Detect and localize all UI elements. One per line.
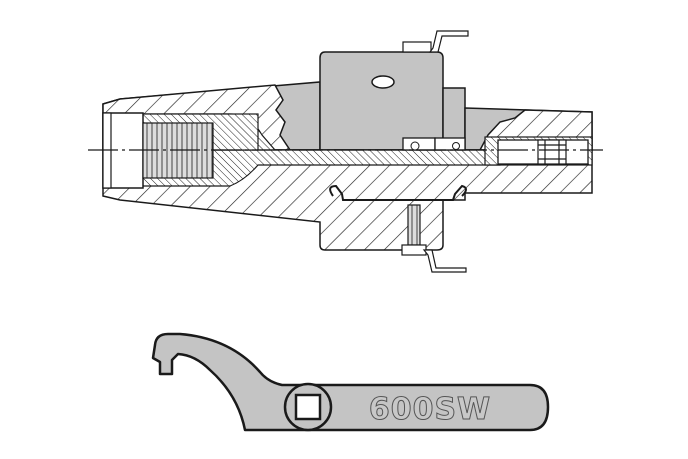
top-screw-head bbox=[402, 41, 432, 53]
flange-hole bbox=[371, 75, 395, 89]
tool-holder-section bbox=[88, 30, 603, 273]
set-screw bbox=[407, 204, 421, 246]
hook-spanner-wrench: 600SW bbox=[151, 332, 550, 432]
flange-block bbox=[319, 51, 444, 151]
square-drive-icon bbox=[294, 393, 322, 421]
clamp-block-right bbox=[434, 137, 466, 151]
rear-coupling bbox=[537, 139, 567, 165]
lower-tab bbox=[422, 249, 467, 273]
wrench-body bbox=[151, 332, 550, 432]
clamp-screw-icon bbox=[410, 141, 420, 151]
top-tab bbox=[428, 30, 469, 53]
set-screw-head bbox=[401, 244, 427, 256]
spring-clip bbox=[329, 184, 467, 201]
wrench-label: 600SW bbox=[369, 392, 491, 427]
clamp-screw-icon bbox=[452, 142, 460, 150]
